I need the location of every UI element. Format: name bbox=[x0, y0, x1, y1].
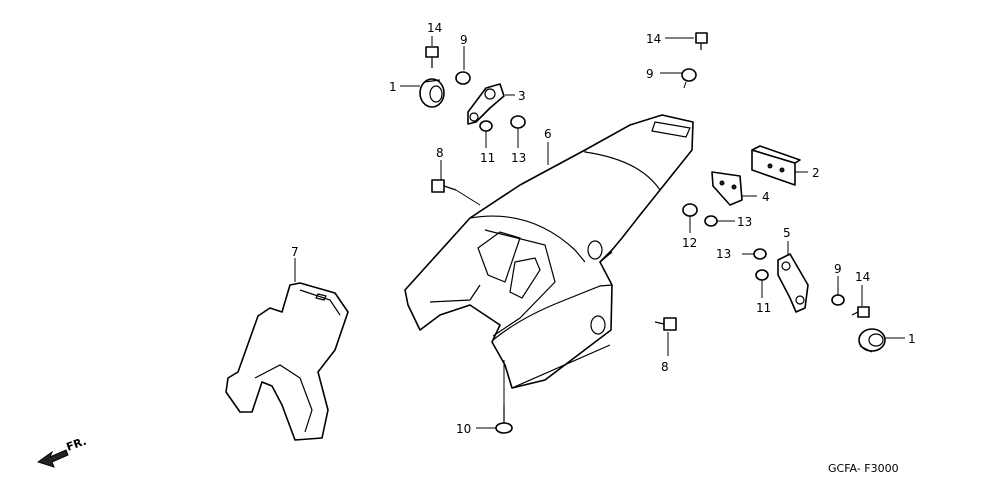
callout-8-left: 8 bbox=[436, 146, 444, 160]
bolt-part-8-right bbox=[654, 317, 677, 331]
leader-lines bbox=[294, 36, 905, 429]
callout-9-left: 9 bbox=[460, 33, 468, 47]
callout-11-left: 11 bbox=[480, 151, 495, 165]
callout-7: 7 bbox=[291, 245, 299, 259]
screw-part-10 bbox=[495, 405, 513, 434]
callout-1-left: 1 bbox=[389, 80, 397, 94]
callout-14-top-right: 14 bbox=[646, 32, 661, 46]
nut-part-12 bbox=[682, 203, 698, 217]
callout-labels: 1 14 9 3 11 13 6 8 14 9 2 4 12 13 13 5 1… bbox=[291, 21, 916, 436]
nut-part-13-mid bbox=[704, 215, 718, 227]
washer-part-9-left bbox=[455, 71, 471, 85]
nut-part-13-right bbox=[753, 248, 767, 260]
bolt-part-14-right bbox=[851, 306, 870, 318]
rear-fender-part-6 bbox=[404, 114, 694, 389]
callout-12: 12 bbox=[682, 236, 697, 250]
callout-11-right: 11 bbox=[756, 301, 771, 315]
nut-part-11-left bbox=[479, 120, 493, 132]
bolt-part-14-left bbox=[425, 46, 439, 68]
callout-13-left: 13 bbox=[511, 151, 526, 165]
front-label: FR. bbox=[65, 435, 89, 454]
callout-2: 2 bbox=[812, 166, 820, 180]
nut-part-11-right bbox=[755, 269, 769, 281]
bolt-part-14-top-right bbox=[695, 32, 708, 50]
callout-1-right: 1 bbox=[908, 332, 916, 346]
washer-part-9-right-top bbox=[681, 68, 697, 82]
nut-part-13-left bbox=[510, 115, 526, 129]
bracket-part-2 bbox=[751, 145, 801, 186]
grommet-part-1-lower bbox=[858, 328, 886, 353]
callout-13-mid: 13 bbox=[737, 215, 752, 229]
plate-part-4 bbox=[711, 171, 743, 206]
front-arrow-icon bbox=[36, 449, 69, 468]
callout-5: 5 bbox=[783, 226, 791, 240]
callout-9-right: 9 bbox=[834, 262, 842, 276]
callout-10: 10 bbox=[456, 422, 471, 436]
stay-part-5 bbox=[777, 253, 809, 313]
callout-6: 6 bbox=[544, 127, 552, 141]
stay-part-3 bbox=[467, 83, 505, 125]
washer-part-9-right bbox=[831, 294, 845, 306]
callout-13-right: 13 bbox=[716, 247, 731, 261]
callout-3: 3 bbox=[518, 89, 526, 103]
front-direction-indicator: FR. bbox=[36, 435, 89, 468]
bolt-part-8-left bbox=[431, 179, 457, 193]
callout-9-top-right: 9 bbox=[646, 67, 654, 81]
callout-14-right: 14 bbox=[855, 270, 870, 284]
callout-14-left: 14 bbox=[427, 21, 442, 35]
grommet-part-1-upper bbox=[419, 78, 445, 108]
inner-fender-part-7 bbox=[225, 282, 349, 441]
callout-4: 4 bbox=[762, 190, 770, 204]
callout-8-right: 8 bbox=[661, 360, 669, 374]
figure-code: GCFA- F3000 bbox=[828, 462, 899, 475]
